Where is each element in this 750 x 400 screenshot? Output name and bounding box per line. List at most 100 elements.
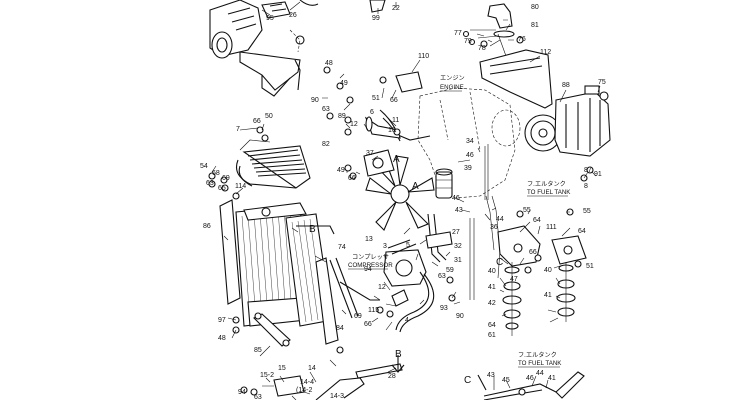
radiator-shroud-left <box>219 199 241 305</box>
callout: 77 <box>454 30 462 37</box>
callout: 51 <box>372 95 380 102</box>
hose-4 <box>391 271 435 333</box>
callout: 64 <box>488 322 496 329</box>
callout: 68 <box>212 170 220 177</box>
callout: 27 <box>452 229 460 236</box>
callout: 37 <box>366 150 374 157</box>
fuel-tank-label-jp-top: フ.エルタンク <box>527 180 566 188</box>
fuel-tank-label-jp-bottom: フ.エルタンク <box>518 351 557 359</box>
section-markers <box>391 355 487 391</box>
callout: 41 <box>548 375 556 382</box>
callout: 81 <box>531 22 539 29</box>
callout: 82 <box>322 141 330 148</box>
callout: 112 <box>540 49 551 56</box>
callout: 94 <box>364 266 372 273</box>
callout: 115 <box>368 307 379 314</box>
callout: 5 <box>406 242 410 249</box>
callout: 43 <box>487 372 495 379</box>
engine-label-jp: エンジン <box>440 75 465 82</box>
callout: 87 <box>584 167 592 174</box>
callout: 40 <box>488 268 496 275</box>
callout: 41 <box>488 284 496 291</box>
callout: 48 <box>325 60 333 67</box>
water-pipe-27 <box>425 213 453 263</box>
callout: 36 <box>490 224 498 231</box>
callout: 39 <box>464 165 472 172</box>
callout-numbers: 95 26 99 22 80 81 77 79 78 76 110 112 48… <box>200 4 606 400</box>
callout: 90 <box>456 313 464 320</box>
callout: 15 <box>278 365 286 372</box>
callout: 11 <box>392 117 399 124</box>
callout: 95 <box>266 15 274 22</box>
air-cleaner <box>209 0 291 59</box>
callout: 54 <box>200 163 208 170</box>
callout: 90 <box>311 97 319 104</box>
callout: 84 <box>336 325 344 332</box>
bolts <box>208 30 594 396</box>
callout: 55 <box>583 208 591 215</box>
hydraulic-cooler-coil <box>235 139 311 189</box>
callout: 97 <box>218 317 226 324</box>
fuel-tube <box>483 371 585 400</box>
callout: 42 <box>488 300 496 307</box>
fan <box>365 155 435 231</box>
callout: 12 <box>350 121 358 128</box>
callout: 66 <box>348 175 356 182</box>
callout: 66 <box>390 97 398 104</box>
callout: 99 <box>372 15 380 22</box>
callout: 14-4 <box>300 379 314 386</box>
callout: 76 <box>518 36 526 43</box>
engine-mount-36 <box>497 225 541 267</box>
callout: 8 <box>584 183 588 190</box>
callout: 63 <box>206 180 214 187</box>
callout: 59 <box>446 267 454 274</box>
compressor-label-jp: コンプレッサ <box>352 254 389 261</box>
mount-stack-right <box>556 262 576 322</box>
callout: 46 <box>452 195 460 202</box>
leader-lines <box>211 1 601 395</box>
callout: 88 <box>562 82 570 89</box>
callout: 3 <box>383 243 387 250</box>
callout: 55 <box>523 207 531 214</box>
callout: 66 <box>364 321 372 328</box>
callout: 32 <box>454 243 462 250</box>
callout: (14-2 <box>296 387 312 394</box>
callout: 46 <box>466 152 474 159</box>
annotation-labels: エンジン ENGINE フ.エルタンク TO FUEL TANK フ.エルタンク… <box>309 75 571 386</box>
marker-a-right: A <box>393 154 400 165</box>
callout: 61 <box>488 332 496 339</box>
callout: 75 <box>598 79 606 86</box>
callout: 48 <box>218 335 226 342</box>
callout: 91 <box>594 171 602 178</box>
engine-mount-right <box>551 235 587 265</box>
callout: 111 <box>546 224 557 231</box>
callout: 65 <box>218 185 226 192</box>
callout: 85 <box>254 347 262 354</box>
callout: 49 <box>337 167 345 174</box>
fuel-pipe <box>479 49 553 200</box>
callout: 7 <box>236 126 240 133</box>
callout: 50 <box>265 113 273 120</box>
callout: 14 <box>308 365 316 372</box>
callout: 40 <box>544 267 552 274</box>
callout: 14-3 <box>330 393 344 400</box>
fuel-tank-label-bottom: TO FUEL TANK <box>518 360 562 367</box>
callout: 89 <box>338 113 346 120</box>
callout: 28 <box>388 373 396 380</box>
motor-bracket <box>363 149 395 177</box>
fuel-lines <box>469 195 501 300</box>
callout: 93 <box>440 305 448 312</box>
marker-b-bottom: B <box>395 349 402 360</box>
engine-label: ENGINE <box>440 84 464 91</box>
callout: 86 <box>203 223 211 230</box>
marker-b-top: B <box>309 224 316 235</box>
callout: 13 <box>365 236 373 243</box>
rod-28 <box>355 363 403 379</box>
callout: 74 <box>338 244 346 251</box>
callout: 78 <box>478 45 486 52</box>
mount-stack-left <box>502 262 522 336</box>
callout: 44 <box>536 370 544 377</box>
callout: 43 <box>455 207 463 214</box>
hydraulic-pump <box>524 85 611 157</box>
radiator-hose-74 <box>296 225 335 235</box>
